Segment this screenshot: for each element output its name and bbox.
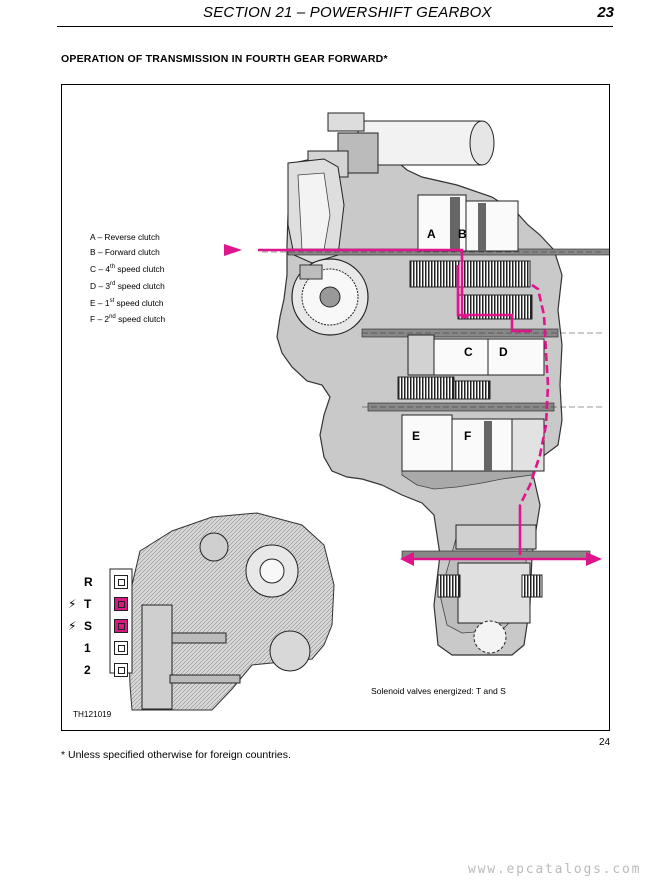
- solenoid-row-1: 1: [82, 639, 138, 659]
- lightning-icon: ⚡: [68, 619, 77, 633]
- solenoid-valve-1: [114, 641, 128, 655]
- header-divider: [57, 26, 613, 27]
- solenoid-housing-view: [127, 512, 335, 711]
- clutch-label-d: D: [499, 345, 508, 359]
- clutch-legend: A – Reverse clutch B – Forward clutch C …: [90, 230, 165, 327]
- figure-caption: Solenoid valves energized: T and S: [371, 686, 506, 696]
- figure-number: 24: [599, 737, 611, 748]
- clutch-label-f: F: [464, 429, 472, 443]
- solenoid-label-2: 2: [84, 663, 91, 677]
- figure-reference: TH121019: [73, 710, 112, 719]
- shafts: [262, 248, 609, 560]
- footnote: * Unless specified otherwise for foreign…: [61, 749, 291, 761]
- clutch-packs-ef: [401, 414, 545, 472]
- solenoid-label-s: S: [84, 619, 93, 633]
- transmission-figure: A B C D E F A – Reverse clutch B – Forwa…: [61, 84, 610, 731]
- clutch-label-a: A: [427, 227, 436, 241]
- power-flow-path: [258, 248, 592, 561]
- page-number: 23: [597, 4, 614, 21]
- lightning-icon: ⚡: [68, 597, 77, 611]
- clutch-label-c: C: [464, 345, 473, 359]
- legend-item-3rd: D – 3rd speed clutch: [90, 280, 165, 291]
- solenoid-label-1: 1: [84, 641, 91, 655]
- solenoid-row-2: 2: [82, 661, 138, 681]
- legend-item-forward: B – Forward clutch: [90, 247, 160, 257]
- pump-gear: [291, 258, 369, 336]
- watermark: www.epcatalogs.com: [468, 862, 642, 877]
- solenoid-valve-t: [114, 597, 128, 611]
- solenoid-row-s: ⚡ S: [68, 617, 138, 637]
- page-heading: OPERATION OF TRANSMISSION IN FOURTH GEAR…: [61, 53, 388, 65]
- solenoid-label-r: R: [84, 575, 93, 589]
- solenoid-label-t: T: [84, 597, 92, 611]
- output-section: [437, 524, 543, 654]
- solenoid-valve-2: [114, 663, 128, 677]
- legend-item-1st: E – 1st speed clutch: [90, 297, 164, 308]
- legend-item-reverse: A – Reverse clutch: [90, 232, 160, 242]
- solenoid-valve-s: [114, 619, 128, 633]
- solenoid-valve-r: [114, 575, 128, 589]
- section-title: SECTION 21 – POWERSHIFT GEARBOX: [203, 4, 492, 21]
- input-drum: [287, 158, 345, 264]
- clutch-label-b: B: [458, 227, 467, 241]
- clutch-label-e: E: [412, 429, 421, 443]
- transmission-cutaway-drawing: [109, 112, 609, 711]
- legend-item-2nd: F – 2nd speed clutch: [90, 314, 166, 325]
- solenoid-row-t: ⚡ T: [68, 595, 138, 615]
- clutch-packs-ab: [409, 194, 531, 288]
- legend-item-4th: C – 4th speed clutch: [90, 263, 165, 274]
- solenoid-row-r: R: [82, 573, 138, 593]
- power-flow-arrowheads: [224, 244, 602, 566]
